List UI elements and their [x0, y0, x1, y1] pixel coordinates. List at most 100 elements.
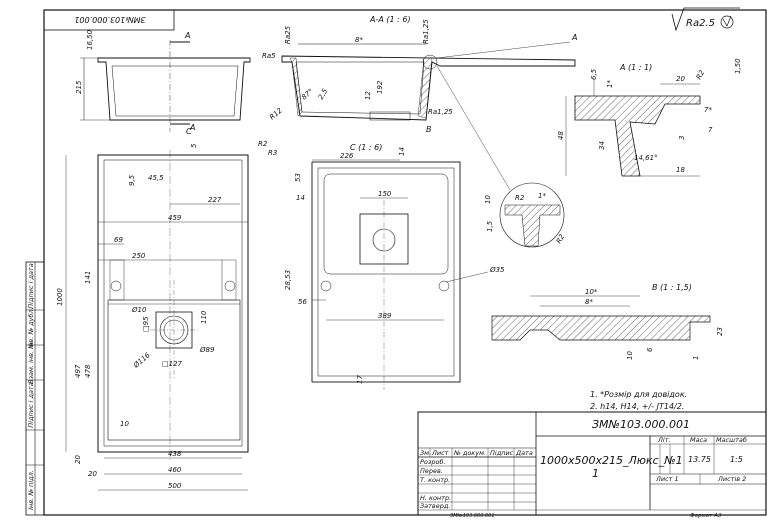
fv-438: 438 [168, 450, 182, 458]
da-r2: R2 [695, 68, 707, 81]
da2-10: 10 [484, 195, 492, 204]
fv-d89: Ø89 [199, 346, 215, 354]
tb-role-3: Т. контр. [420, 476, 450, 484]
aa-ra5: Ra5 [262, 52, 276, 60]
tb-name-1: 1000х500х215_Люкс_№1 [540, 454, 683, 467]
db-8: 8* [585, 298, 593, 306]
fv-sq127: □127 [162, 360, 183, 368]
tb-mass: 13.75 [688, 455, 711, 464]
da-20: 20 [676, 75, 685, 83]
tb-copy: ЗМ№103.000.001 [450, 513, 495, 519]
tb-h-doc: № докум. [453, 449, 486, 457]
fv-95: 9,5 [128, 174, 136, 186]
aa-ra125-bottom: Ra1,25 [428, 108, 453, 116]
side-view: 16,50 215 A A [75, 29, 251, 132]
strip-3: Взам. інв. № [27, 342, 35, 384]
fv-459: 459 [168, 214, 182, 222]
c-56: 56 [298, 298, 307, 306]
da-48: 48 [557, 131, 565, 140]
title-block: ЗМ№103.000.001 1000х500х215_Люкс_№1 1 Зм… [417, 411, 767, 519]
db-10: 10* [585, 288, 598, 296]
strip-2: Інв. № дубл. [27, 307, 35, 349]
fv-69: 69 [114, 236, 123, 244]
tb-scale-label: Масштаб [716, 436, 747, 444]
da-7: 7 [708, 126, 713, 134]
section-aa: A-A (1 : 6) 8* Ra25 Ra1,25 Ra5 R12 87° 2… [262, 15, 577, 191]
aa-r12: R12 [268, 106, 284, 121]
c-14-left: 14 [296, 194, 305, 202]
aa-a-mark: A [571, 33, 577, 42]
fv-5: 5 [190, 143, 198, 148]
fv-20: 20 [74, 455, 82, 464]
tb-h-sign: Підпис [490, 449, 514, 457]
tb-lit: Літ. [657, 436, 671, 444]
section-c: C (1 : 6) 226 14 53 14 150 28,53 56 389 … [284, 143, 505, 390]
aa-8: 8* [355, 36, 363, 44]
tb-role-1: Розроб. [420, 458, 446, 466]
tb-h-list: Лист [431, 449, 449, 457]
tb-role-2: Перев. [420, 467, 443, 475]
c-389: 389 [378, 312, 392, 320]
aa-ra125-top: Ra1,25 [422, 19, 430, 44]
da-1461: 14,61° [634, 154, 658, 162]
side-strip: Підпис і дата Інв. № дубл. Взам. інв. № … [25, 261, 45, 516]
side-mark-a-bottom: A [189, 123, 195, 132]
top-stamp-text: ЗМ№103.000.001 [74, 15, 145, 24]
aa-12: 12 [364, 91, 372, 100]
detail-b-title: B (1 : 1,5) [652, 283, 692, 292]
side-mark-a-top: A [184, 31, 190, 40]
notes: 1. *Розмір для довідок. 2. h14, H14, +/-… [590, 390, 687, 411]
tb-role-5: Затверд. [420, 502, 450, 510]
c-150: 150 [378, 190, 392, 198]
aa-ra25: Ra25 [284, 25, 292, 44]
section-c-title: C (1 : 6) [350, 143, 382, 152]
c-17: 17 [356, 375, 364, 384]
da-18: 18 [676, 166, 685, 174]
fv-500: 500 [168, 482, 182, 490]
note-1: 1. *Розмір для довідок. [590, 390, 687, 399]
fv-d10: Ø10 [131, 306, 147, 314]
section-aa-title: A-A (1 : 6) [369, 15, 411, 24]
fv-r2: R2 [258, 140, 268, 148]
fv-c-mark: C [186, 127, 192, 136]
aa-b: B [426, 125, 432, 134]
strip-4: Підпис і дата [27, 382, 35, 427]
roughness-symbol: Ra2.5 [671, 7, 740, 32]
fv-455: 45,5 [148, 174, 164, 182]
side-dim-215: 215 [75, 80, 83, 94]
da-34: 34 [598, 141, 606, 150]
tb-h-zm: Зм. [420, 449, 431, 457]
fv-110: 110 [200, 310, 208, 324]
detail-a2: 10 R2 1* 1,5 R2 [484, 182, 567, 248]
da-7star: 7* [704, 106, 712, 114]
fv-20b: 20 [88, 470, 97, 478]
aa-87: 87° [300, 87, 315, 101]
db-1: 1 [692, 356, 700, 360]
da2-r2a: R2 [515, 194, 525, 202]
tb-designation: ЗМ№103.000.001 [592, 418, 690, 431]
fv-250: 250 [132, 252, 146, 260]
front-view: 1000 141 497 478 20 9,5 45,5 227 459 69 … [56, 127, 277, 491]
detail-a: A (1 : 1) 6,5 1* 20 R2 1,50 7* 48 34 3 7… [557, 58, 742, 177]
tb-sheet: Лист 1 [655, 475, 679, 483]
tb-role-4: Н. контр. [420, 494, 451, 502]
fv-1000: 1000 [56, 288, 64, 306]
da-65: 6,5 [590, 68, 598, 80]
c-53: 53 [294, 173, 302, 182]
da2-1: 1* [538, 192, 546, 200]
db-6: 6 [646, 347, 654, 352]
strip-5: Інв. № підл. [27, 470, 35, 510]
tb-mass-label: Маса [690, 436, 707, 444]
c-14-top: 14 [398, 147, 406, 156]
fv-141: 141 [84, 271, 92, 284]
tb-format: Формат А3 [690, 513, 722, 519]
da-1: 1* [606, 80, 614, 88]
fv-497: 497 [74, 364, 82, 378]
fv-227: 227 [208, 196, 222, 204]
fv-478: 478 [84, 364, 92, 378]
note-2: 2. h14, H14, +/- JT14/2. [590, 402, 684, 411]
side-dim-1650: 16,50 [86, 29, 94, 50]
detail-a-title: A (1 : 1) [619, 63, 652, 72]
c-2853: 28,53 [284, 270, 292, 290]
